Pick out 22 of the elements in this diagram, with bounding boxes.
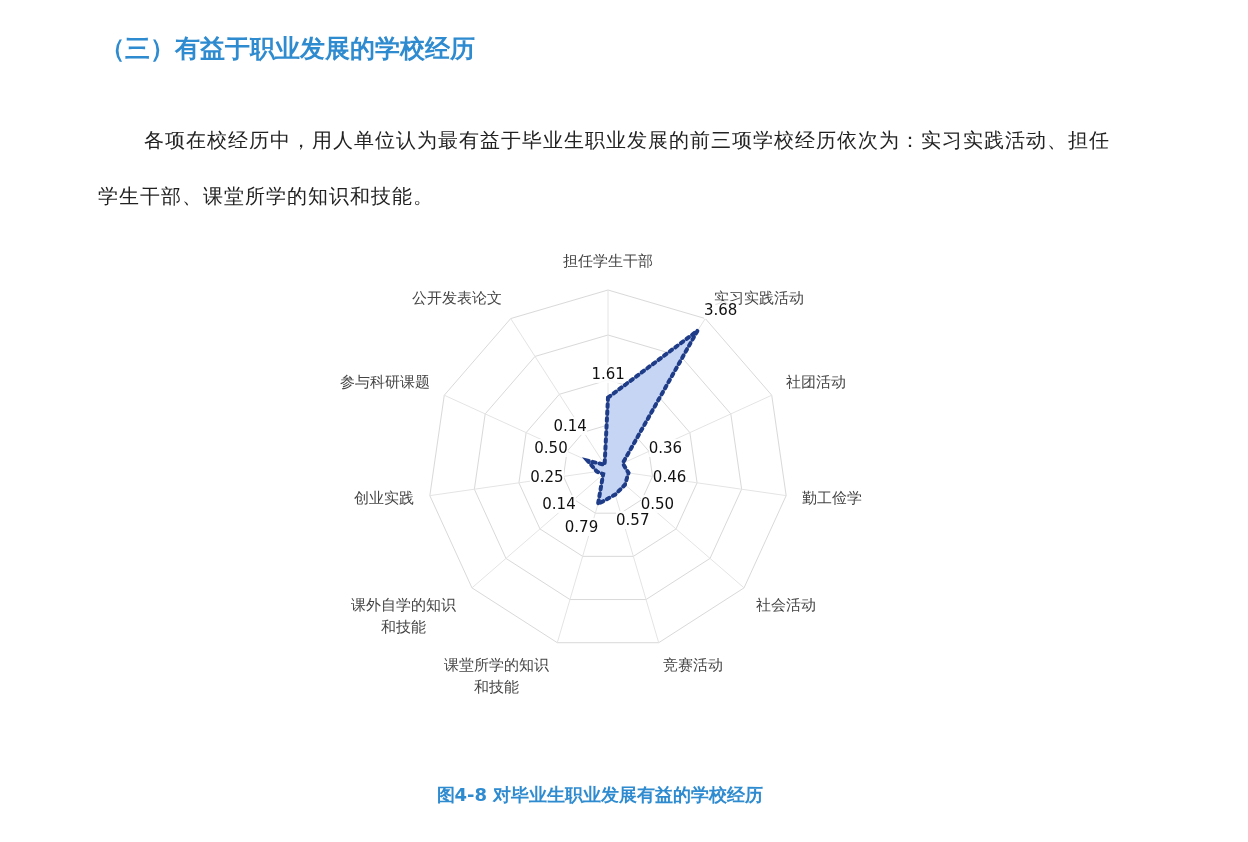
section-heading: （三）有益于职业发展的学校经历 xyxy=(100,33,475,65)
axis-label: 公开发表论文 xyxy=(412,288,503,310)
data-label: 0.14 xyxy=(553,417,587,436)
data-label: 1.61 xyxy=(591,364,625,383)
figure-caption: 图4-8 对毕业生职业发展有益的学校经历 xyxy=(435,783,765,807)
axis-label: 课外自学的知识和技能 xyxy=(350,595,458,639)
axis-label: 社会活动 xyxy=(756,595,817,617)
axis-label: 勤工俭学 xyxy=(802,487,862,509)
body-text: 各项在校经历中，用人单位认为最有益于毕业生职业发展的前三项学校经历依次为：实习实践活动、担任学生干部、课堂所学的知识和技能。 xyxy=(98,127,1111,210)
axis-label: 课堂所学的知识和技能 xyxy=(443,655,551,699)
data-label: 0.14 xyxy=(542,495,576,514)
axis-label: 竞赛活动 xyxy=(663,655,724,677)
data-label: 0.36 xyxy=(648,439,683,458)
data-label: 3.68 xyxy=(703,301,738,320)
data-label: 0.50 xyxy=(534,439,568,458)
axis-label: 担任学生干部 xyxy=(563,251,653,272)
axis-label: 创业实践 xyxy=(354,487,414,509)
axis-label: 参与科研课题 xyxy=(339,371,430,393)
data-label: 0.50 xyxy=(640,495,675,514)
axis-label: 社团活动 xyxy=(786,371,847,393)
data-label: 0.79 xyxy=(564,518,599,537)
data-label: 0.57 xyxy=(616,510,650,529)
